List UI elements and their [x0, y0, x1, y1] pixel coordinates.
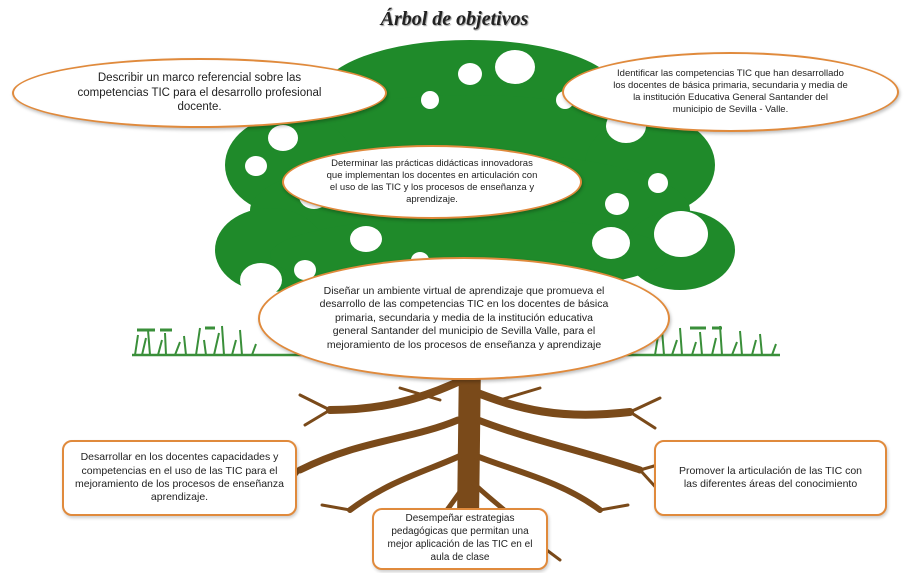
root-goal-box-right: Promover la articulación de las TIC con …: [654, 440, 887, 516]
objective-oval-top-left: Describir un marco referencial sobre las…: [12, 58, 387, 128]
root-goal-text: Desempeñar estrategias pedagógicas que p…: [387, 513, 533, 563]
objective-text: Determinar las prácticas didácticas inno…: [326, 157, 538, 206]
objective-oval-top-right: Identificar las competencias TIC que han…: [562, 52, 899, 132]
root-goal-box-left: Desarrollar en los docentes capacidades …: [62, 440, 297, 516]
root-goal-text: Desarrollar en los docentes capacidades …: [75, 451, 284, 504]
root-goal-text: Promover la articulación de las TIC con …: [678, 464, 863, 490]
general-objective-text: Diseñar un ambiente virtual de aprendiza…: [319, 284, 609, 351]
page-title: Árbol de objetivos: [380, 8, 529, 30]
objective-text: Identificar las competencias TIC que han…: [613, 67, 848, 116]
root-goal-box-bottom: Desempeñar estrategias pedagógicas que p…: [372, 508, 548, 570]
objective-text: Describir un marco referencial sobre las…: [77, 71, 322, 114]
general-objective-oval: Diseñar un ambiente virtual de aprendiza…: [258, 257, 670, 380]
objective-oval-center: Determinar las prácticas didácticas inno…: [282, 145, 582, 219]
